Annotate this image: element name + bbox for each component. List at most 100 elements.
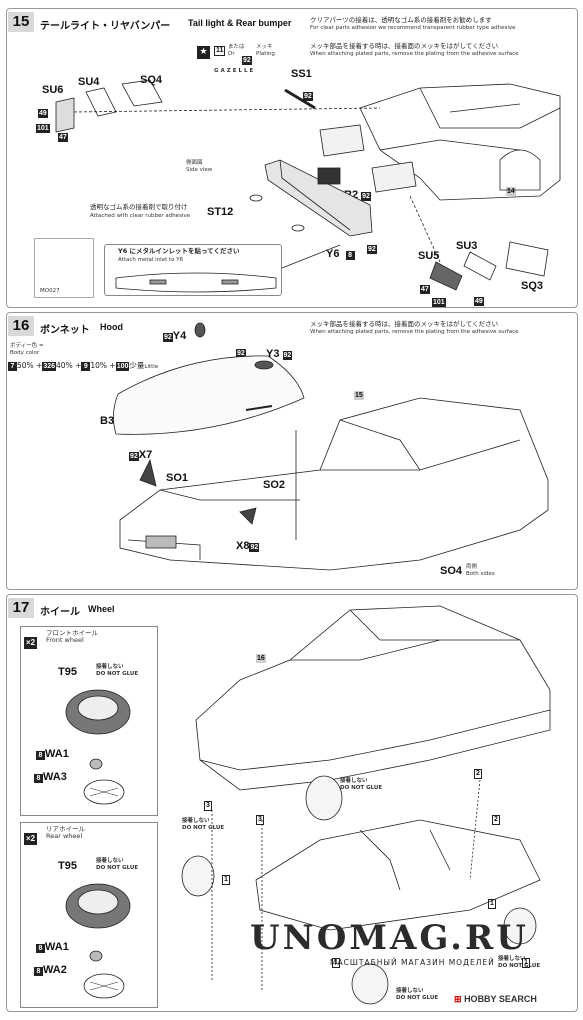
code-bumper: 92 bbox=[367, 245, 377, 254]
label-x8: X892 bbox=[236, 540, 260, 552]
inset-y6-bumper bbox=[115, 244, 341, 293]
callout-1d: 1 bbox=[522, 958, 530, 968]
su6-su4-sq4-parts bbox=[55, 79, 381, 133]
front-qty: ×2 bbox=[24, 637, 38, 649]
rear-wheel-box bbox=[20, 822, 158, 1008]
label-so4: SO4 bbox=[440, 565, 463, 577]
label-y4: 92Y4 bbox=[163, 330, 187, 342]
front-wheel-box bbox=[20, 626, 158, 816]
callout-1c: 1 bbox=[332, 958, 340, 968]
front-tire-label: T95 bbox=[58, 666, 77, 678]
callout-3a: 3 bbox=[204, 801, 212, 811]
exploded-chassis bbox=[255, 819, 541, 931]
warning-star-icon: ★ bbox=[197, 46, 210, 59]
body-14-tag: 14 bbox=[506, 187, 516, 196]
step-17-panel bbox=[6, 594, 578, 1012]
step-15-number: 15 bbox=[8, 12, 34, 32]
watermark-tagline: МАСШТАБНЫЙ МАГАЗИН МОДЕЛЕЙ bbox=[330, 958, 495, 967]
rear-tire bbox=[65, 883, 131, 999]
inlet-sheet-code: MO027 bbox=[40, 288, 60, 294]
exploded-car-body bbox=[195, 605, 551, 791]
inlet-sheet-box bbox=[34, 238, 94, 298]
label-so1: SO1 bbox=[166, 472, 189, 484]
label-so2: SO2 bbox=[263, 479, 286, 491]
label-y6: Y6 8 bbox=[326, 248, 355, 260]
label-su4: SU4 bbox=[78, 76, 100, 88]
step-16-title-jp: ボンネット bbox=[40, 325, 90, 336]
label-sq4: SQ4 bbox=[140, 74, 163, 86]
callout-2b: 2 bbox=[492, 815, 500, 825]
code-su6-1: 49 bbox=[38, 109, 48, 118]
step-15-title-jp: テールライト・リヤバンパー bbox=[40, 21, 171, 32]
step-15-note2-en: When attaching plated parts, remove the … bbox=[310, 51, 519, 57]
label-sq3: SQ3 bbox=[521, 280, 544, 292]
label-x7: 92X7 bbox=[129, 449, 153, 461]
tail-lights-drawing bbox=[284, 88, 417, 193]
body-16-tag: 16 bbox=[256, 654, 266, 663]
callout-2a: 2 bbox=[474, 769, 482, 779]
code-su3: 49 bbox=[474, 297, 484, 306]
rear-tire-label: T95 bbox=[58, 860, 77, 872]
gazelle-emblem: GAZELLE bbox=[214, 68, 256, 74]
step-15-title-en: Tail light & Rear bumper bbox=[188, 18, 292, 28]
body-color-label: ボディー色 =Body color bbox=[10, 343, 44, 356]
label-st12: ST12 bbox=[207, 206, 234, 218]
plating-code2: 92 bbox=[242, 56, 252, 65]
body-15-tag: 15 bbox=[354, 391, 364, 400]
step-15-panel bbox=[6, 8, 578, 308]
step-16-note-jp: メッキ部品を接着する時は、接着面のメッキをはがしてください bbox=[310, 320, 499, 328]
plating-code1: 11 bbox=[214, 46, 226, 56]
step-15-note1-jp: クリアパーツの接着は、透明なゴム系の接着剤をお勧めします bbox=[310, 16, 492, 24]
step-17-number: 17 bbox=[8, 598, 34, 618]
watermark-site: UNOMAG.RU bbox=[250, 918, 529, 958]
step-16-number: 16 bbox=[8, 316, 34, 336]
code-ss1: 92 bbox=[303, 92, 313, 101]
callout-1a: 1 bbox=[222, 875, 230, 885]
code-su5-1: 47 bbox=[420, 285, 430, 294]
step-15-note1-en: For clear parts adhesion we recommend tr… bbox=[310, 25, 516, 31]
hood-drawing bbox=[113, 322, 305, 435]
step-16-title-en: Hood bbox=[100, 322, 123, 332]
step-17-title-en: Wheel bbox=[88, 604, 115, 614]
label-su5: SU5 bbox=[418, 250, 440, 262]
callout-1b: 1 bbox=[488, 899, 496, 909]
su5-su3-sq3-parts bbox=[409, 195, 549, 291]
front-tire bbox=[65, 689, 131, 805]
callout-3b: 3 bbox=[256, 815, 264, 825]
step-16-note-en: When attaching plated parts, remove the … bbox=[310, 329, 519, 335]
code-hood: 92 bbox=[236, 349, 246, 358]
label-ss1: SS1 bbox=[291, 68, 312, 80]
code-su5-2: 101 bbox=[432, 298, 446, 307]
inset-y6-box bbox=[104, 244, 282, 296]
hobby-search-mark-icon: ⊞ bbox=[454, 994, 462, 1004]
step-16-panel bbox=[6, 312, 578, 590]
exploded-wheels bbox=[181, 775, 537, 1005]
code-su6-2: 101 bbox=[36, 124, 50, 133]
code-su6-3: 47 bbox=[58, 133, 68, 142]
step-17-title-jp: ホイール bbox=[40, 607, 80, 618]
rear-qty: ×2 bbox=[24, 833, 38, 845]
label-su6: SU6 bbox=[42, 84, 64, 96]
rear-bumper-drawing bbox=[264, 159, 373, 237]
hobby-search-logo: ⊞ HOBBY SEARCH bbox=[454, 994, 537, 1004]
label-su3: SU3 bbox=[456, 240, 478, 252]
